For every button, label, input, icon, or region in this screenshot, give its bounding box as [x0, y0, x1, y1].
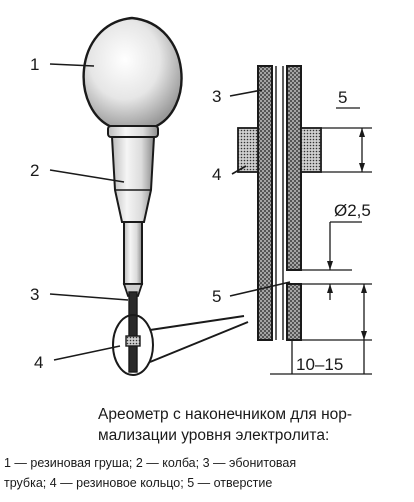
caption-legend-line-2: трубка; 4 — резиновое кольцо; 5 — отверс…	[4, 476, 273, 490]
hydrometer	[82, 16, 249, 376]
tip-section	[237, 65, 372, 375]
leader-ring-left	[53, 345, 121, 361]
callout-flask-label: 2	[30, 161, 39, 180]
tube-wall-right-upper	[286, 65, 302, 271]
dim-label-ring-offset: 5	[338, 88, 347, 107]
dim-hole-diameter	[301, 221, 362, 300]
leader-tube-right	[229, 89, 263, 97]
leader-bulb	[49, 63, 95, 67]
leader-ring-right	[231, 165, 247, 175]
zoom-circle	[112, 314, 154, 376]
caption-title-line-1: Ареометр с наконечником для нор-	[98, 406, 353, 423]
callout-ring-label-left: 4	[34, 353, 43, 372]
rubber-ring-right	[300, 127, 322, 173]
dim-tip-length	[270, 283, 372, 375]
callout-tube-label-left: 3	[30, 285, 39, 304]
leader-tube-left	[49, 293, 129, 301]
caption-legend-line-1: 1 — резиновая груша; 2 — колба; 3 — эбон…	[4, 456, 297, 470]
hydrometer-diagram: 1 2 3 4 3 4 5 5 Ø2,5 10–15	[30, 16, 372, 376]
callout-hole-label: 5	[212, 287, 221, 306]
leader-hole	[229, 281, 291, 297]
dim-ring-offset	[321, 107, 372, 173]
callout-tube-label-right: 3	[212, 87, 221, 106]
flask-body	[110, 136, 156, 223]
dim-label-hole-diameter: Ø2,5	[334, 201, 371, 220]
ebonite-tip	[128, 291, 138, 373]
figure-caption: Ареометр с наконечником для нор- мализац…	[0, 404, 414, 502]
caption-title-line-2: мализации уровня электролита:	[98, 427, 330, 444]
dim-label-tip-length: 10–15	[296, 355, 343, 374]
flask-tube	[123, 221, 143, 285]
rubber-ring	[237, 127, 259, 173]
rubber-bulb	[82, 16, 183, 130]
tube-wall-left	[257, 65, 273, 341]
bulb-collar	[107, 125, 159, 138]
tube-wall-right-lower	[286, 283, 302, 341]
callout-ring-label-right: 4	[212, 165, 221, 184]
callout-bulb-label: 1	[30, 55, 39, 74]
tip-ring	[125, 335, 141, 347]
leader-lines	[49, 63, 291, 361]
leader-flask	[49, 169, 125, 183]
